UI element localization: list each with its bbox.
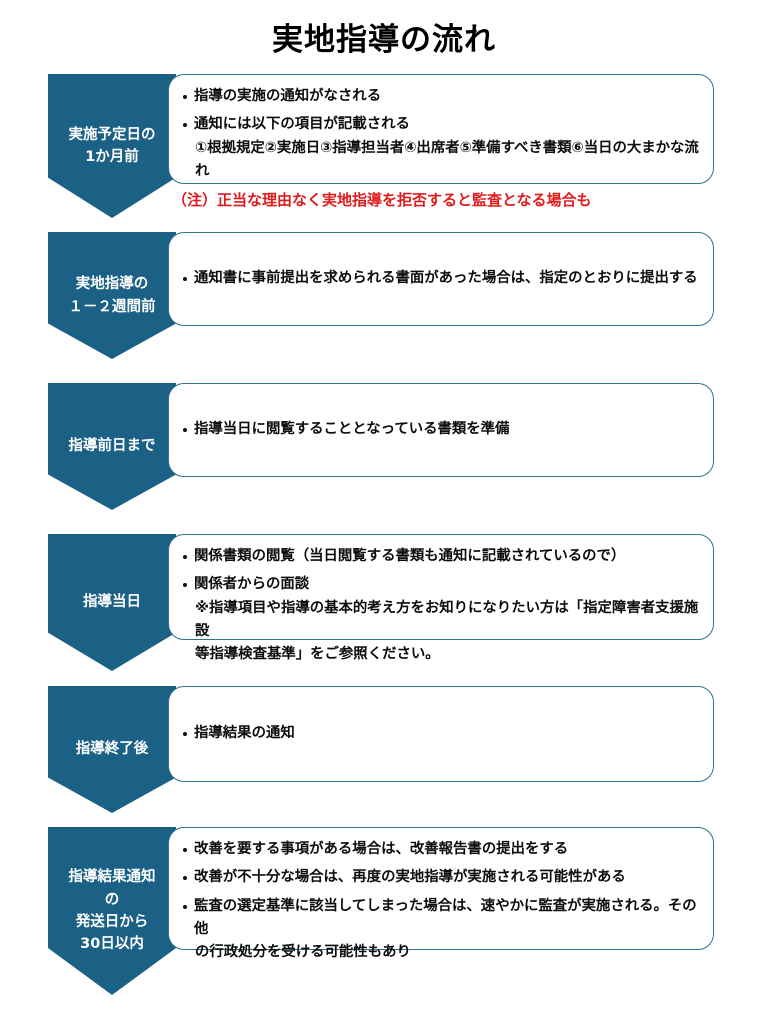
step-label-line: 指導終了後 <box>75 741 149 758</box>
content-bullet: 通知書に事前提出を求められる書面があった場合は、指定のとおりに提出する <box>181 267 701 290</box>
step-label-line: の <box>104 891 120 908</box>
step-label-line: 指導結果通知 <box>68 869 156 886</box>
content-bullet: 指導当日に閲覧することとなっている書類を準備 <box>181 418 701 441</box>
step-label-line: 実地指導の <box>75 276 149 293</box>
step-content-box: 指導当日に閲覧することとなっている書類を準備 <box>168 383 714 477</box>
step-label-arrow: 実施予定日の 1か月前 <box>48 74 176 218</box>
content-bullet: 改善が不十分な場合は、再度の実地指導が実施される可能性がある <box>181 866 701 889</box>
content-bullet: 改善を要する事項がある場合は、改善報告書の提出をする <box>181 838 701 861</box>
step-label-line: 実施予定日の <box>68 126 156 143</box>
step-label-line: 1か月前 <box>85 149 139 165</box>
step-label-line: 指導当日 <box>83 594 141 611</box>
step-label-arrow: 実地指導の １－２週間前 <box>48 232 176 359</box>
step-label-arrow: 指導終了後 <box>48 686 176 813</box>
content-bullet: 指導結果の通知 <box>181 722 701 745</box>
content-bullet: 通知には以下の項目が記載される <box>181 113 701 136</box>
content-bullet: 監査の選定基準に該当してしまった場合は、速やかに監査が実施される。その他 <box>181 895 701 942</box>
content-continuation: れ <box>195 162 210 179</box>
step-label-arrow: 指導当日 <box>48 534 176 671</box>
content-continuation: 等指導検査基準」をご参照ください。 <box>195 646 440 663</box>
step-content-box: 通知書に事前提出を求められる書面があった場合は、指定のとおりに提出する <box>168 232 714 326</box>
content-subline: ①根拠規定②実施日③指導担当者④出席者⑤準備すべき書類⑥当日の大まかな流 <box>195 139 699 156</box>
content-bullet: 関係者からの面談 <box>181 573 701 596</box>
step-content-box: 指導の実施の通知がなされる 通知には以下の項目が記載される ①根拠規定②実施日③… <box>168 74 714 184</box>
step-content-box: 指導結果の通知 <box>168 686 714 782</box>
warning-note: （注）正当な理由なく実地指導を拒否すると監査となる場合も <box>172 191 592 209</box>
content-bullet: 関係書類の閲覧（当日閲覧する書類も通知に記載されているので） <box>181 545 701 568</box>
step-label-line: 30日以内 <box>80 936 144 953</box>
content-subline: ※指導項目や指導の基本的考え方をお知りになりたい方は「指定障害者支援施設 <box>195 599 699 639</box>
step-label-line: 指導前日まで <box>68 438 156 455</box>
step-content-box: 改善を要する事項がある場合は、改善報告書の提出をする 改善が不十分な場合は、再度… <box>168 827 714 960</box>
step-label-arrow: 指導結果通知 の 発送日から 30日以内 <box>48 827 176 995</box>
content-bullet: 指導の実施の通知がなされる <box>181 85 701 108</box>
step-content-box: 関係書類の閲覧（当日閲覧する書類も通知に記載されているので） 関係者からの面談 … <box>168 534 714 662</box>
step-label-line: １－２週間前 <box>68 298 156 315</box>
step-label-line: 発送日から <box>75 914 149 930</box>
content-continuation: の行政処分を受ける可能性もあり <box>195 944 411 961</box>
page-title: 実地指導の流れ <box>272 22 496 58</box>
step-label-arrow: 指導前日まで <box>48 383 176 510</box>
